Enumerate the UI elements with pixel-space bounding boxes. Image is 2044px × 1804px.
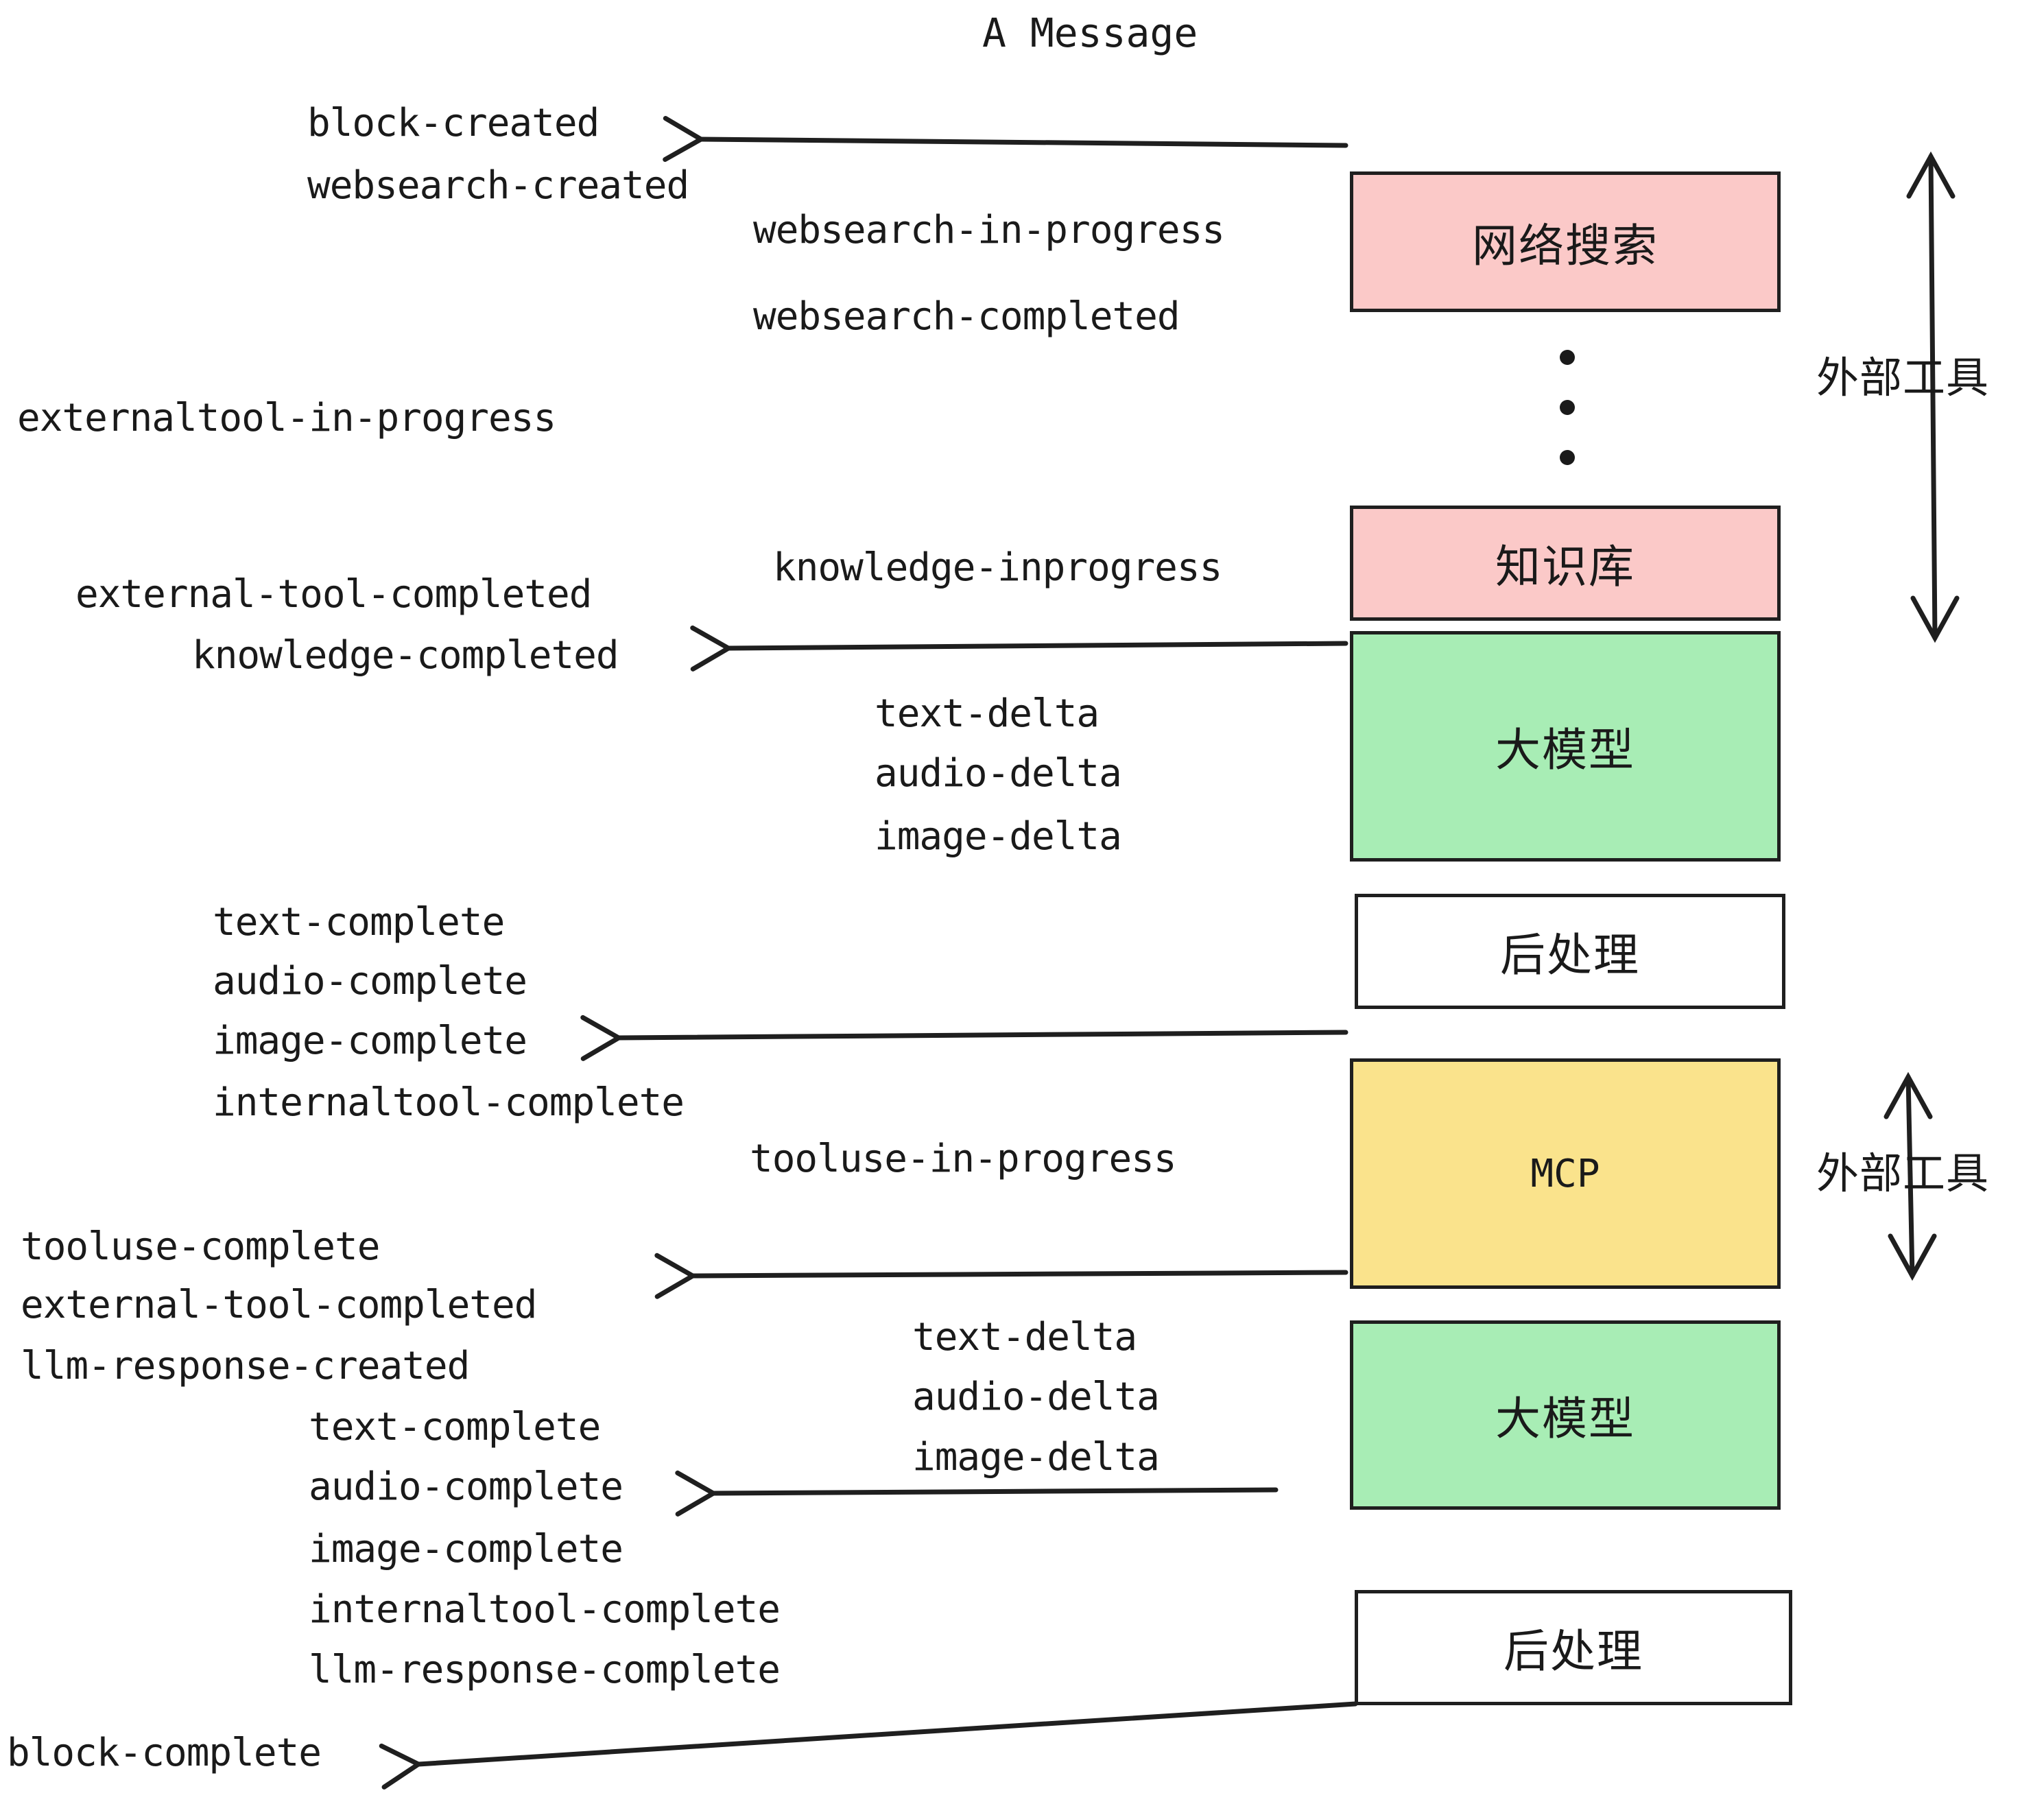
external-tool-span-bottom-head-down xyxy=(1888,1233,1937,1281)
side-label-external-tool-top: 外部工具 xyxy=(1816,353,1990,403)
arrow-audio-complete-head xyxy=(675,1470,719,1517)
event-label-knowledge-inprogress: knowledge-inprogress xyxy=(773,545,1222,590)
arrow-block-complete-head xyxy=(379,1743,423,1790)
arrow-tooluse-complete-head xyxy=(654,1253,698,1299)
ellipsis-dot-1 xyxy=(1560,350,1575,365)
external-tool-span-top-head-up xyxy=(1906,151,1956,199)
event-label-internaltool-complete-2: internaltool-complete xyxy=(309,1587,781,1632)
arrow-knowledge-done-head xyxy=(690,625,734,672)
node-llm-1: 大模型 xyxy=(1350,631,1781,862)
node-mcp: MCP xyxy=(1350,1058,1781,1289)
node-label: 知识库 xyxy=(1495,541,1635,593)
node-label: MCP xyxy=(1530,1151,1600,1196)
arrow-image-complete xyxy=(580,1014,1348,1061)
node-label: 大模型 xyxy=(1495,1392,1635,1445)
external-tool-span-bottom-head-up xyxy=(1883,1071,1933,1119)
event-label-audio-delta-2: audio-delta xyxy=(912,1375,1160,1419)
page-title: A Message xyxy=(982,10,1198,56)
external-tool-span-top-head-down xyxy=(1910,595,1960,643)
node-label: 网络搜索 xyxy=(1472,219,1659,272)
arrow-block-complete-shaft xyxy=(416,1701,1358,1767)
arrow-block-created-head xyxy=(663,116,706,163)
event-label-text-delta-2: text-delta xyxy=(912,1315,1137,1360)
event-label-websearch-created: websearch-created xyxy=(307,163,689,208)
event-label-image-complete-2: image-complete xyxy=(309,1527,623,1571)
event-label-text-complete-2: text-complete xyxy=(309,1405,601,1449)
event-label-external-tool-completed-2: external-tool-completed xyxy=(21,1283,537,1327)
arrow-knowledge-done-shaft xyxy=(726,641,1348,651)
arrow-knowledge-done xyxy=(690,625,1348,672)
event-label-text-complete-1: text-complete xyxy=(213,900,505,945)
event-label-websearch-completed: websearch-completed xyxy=(753,294,1180,339)
event-label-llm-response-complete: llm-response-complete xyxy=(309,1648,781,1692)
arrow-image-complete-shaft xyxy=(616,1030,1348,1041)
ellipsis-dot-2 xyxy=(1560,400,1575,415)
event-label-image-complete-1: image-complete xyxy=(213,1019,527,1063)
node-label: 大模型 xyxy=(1495,724,1635,776)
event-label-externaltool-in-progress: externaltool-in-progress xyxy=(17,396,556,440)
event-label-text-delta-1: text-delta xyxy=(875,691,1100,736)
event-label-audio-complete-2: audio-complete xyxy=(309,1464,623,1509)
node-llm-2: 大模型 xyxy=(1350,1320,1781,1510)
arrow-block-created-shaft xyxy=(698,137,1348,148)
event-label-knowledge-completed: knowledge-completed xyxy=(192,633,619,678)
node-label: 后处理 xyxy=(1504,1625,1643,1678)
event-label-tooluse-complete: tooluse-complete xyxy=(21,1224,380,1269)
node-postprocess-1: 后处理 xyxy=(1355,894,1785,1009)
arrow-block-complete xyxy=(379,1701,1358,1790)
event-label-block-complete: block-complete xyxy=(7,1731,322,1775)
node-label: 后处理 xyxy=(1500,929,1640,982)
event-label-block-created: block-created xyxy=(307,101,599,145)
event-label-llm-response-created: llm-response-created xyxy=(21,1344,470,1388)
arrow-audio-complete-shaft xyxy=(711,1487,1279,1496)
ellipsis-dot-3 xyxy=(1560,450,1575,465)
node-websearch: 网络搜索 xyxy=(1350,171,1781,312)
event-label-internaltool-complete-1: internaltool-complete xyxy=(213,1080,685,1125)
arrow-tooluse-complete-shaft xyxy=(690,1270,1348,1279)
event-label-image-delta-2: image-delta xyxy=(912,1435,1160,1480)
event-label-websearch-in-progress: websearch-in-progress xyxy=(753,208,1225,252)
node-postprocess-2: 后处理 xyxy=(1355,1590,1792,1705)
event-label-audio-delta-1: audio-delta xyxy=(875,751,1122,796)
event-label-tooluse-in-progress: tooluse-in-progress xyxy=(750,1137,1177,1181)
event-label-external-tool-completed-1: external-tool-completed xyxy=(75,572,592,617)
side-label-external-tool-bottom: 外部工具 xyxy=(1816,1148,1990,1198)
arrow-block-created xyxy=(663,116,1348,163)
event-label-image-delta-1: image-delta xyxy=(875,814,1122,859)
node-knowledgebase: 知识库 xyxy=(1350,506,1781,621)
arrow-tooluse-complete xyxy=(654,1253,1348,1299)
event-label-audio-complete-1: audio-complete xyxy=(213,959,527,1004)
arrow-image-complete-head xyxy=(580,1014,624,1061)
